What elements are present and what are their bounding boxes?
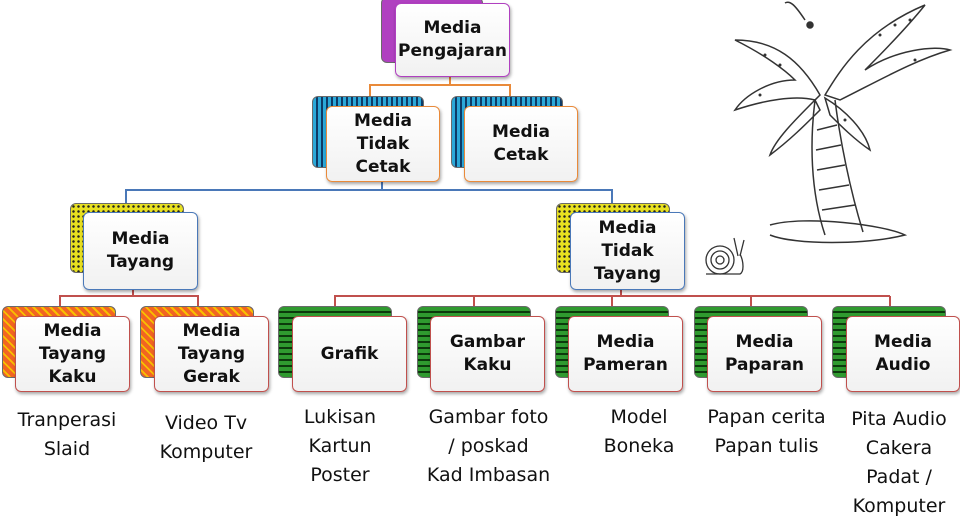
node-label-media-pameran: Media Pameran (568, 316, 683, 392)
connector-cetak (125, 180, 383, 204)
connector-tayang (59, 288, 134, 307)
connector-cetak-right (382, 189, 613, 204)
node-label-media-tidak-cetak: Media Tidak Cetak (326, 106, 440, 182)
caption-paparan: Papan cerita Papan tulis (707, 406, 826, 457)
caption-audio: Pita Audio Cakera Padat / Komputer (851, 408, 947, 517)
node-label-grafik: Grafik (292, 316, 407, 392)
connector-root (369, 75, 451, 97)
node-label-media-tayang: Media Tayang (83, 212, 198, 290)
node-label-media-tayang-gerak: Media Tayang Gerak (154, 316, 269, 392)
caption-gambar-kaku: Gambar foto / poskad Kad Imbasan (426, 406, 551, 486)
node-label-media-pengajaran: Media Pengajaran (395, 3, 510, 77)
snail-icon (705, 237, 745, 275)
node-label-media-cetak: Media Cetak (464, 106, 578, 182)
connector-root-right (450, 84, 511, 97)
caption-tayang-kaku: Tranperasi Slaid (17, 409, 117, 460)
connector-tayang-right (133, 295, 199, 307)
node-label-gambar-kaku: Gambar Kaku (430, 316, 545, 392)
palm-tree-icon (733, 1, 953, 244)
caption-tayang-gerak: Video Tv Komputer (159, 412, 253, 463)
caption-grafik: Lukisan Kartun Poster (303, 406, 377, 486)
node-label-media-audio: Media Audio (846, 316, 960, 392)
caption-pameran: Model Boneka (603, 406, 675, 457)
node-label-media-paparan: Media Paparan (707, 316, 822, 392)
connector-lines (59, 75, 891, 307)
connector-tidak-tayang (334, 288, 622, 307)
node-label-media-tayang-kaku: Media Tayang Kaku (15, 316, 130, 392)
node-label-media-tidak-tayang: Media Tidak Tayang (570, 212, 685, 290)
